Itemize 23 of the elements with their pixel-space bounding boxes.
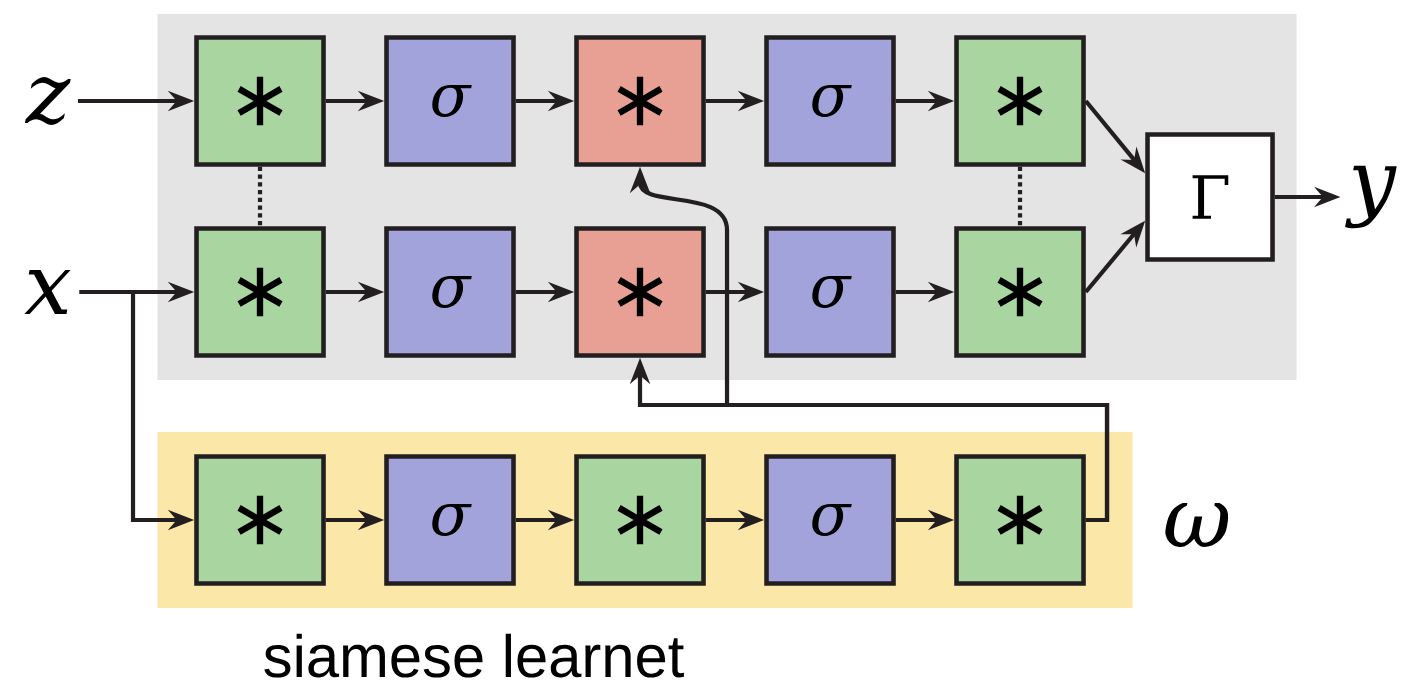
- activation-box: σ: [384, 35, 516, 167]
- variable-label: x: [24, 270, 71, 314]
- convolution-box: ∗: [194, 35, 326, 167]
- convolution-box: ∗: [194, 454, 326, 586]
- variable-label: ω: [1165, 503, 1229, 547]
- variable-label: y: [1345, 165, 1397, 229]
- convolution-box: ∗: [194, 226, 326, 358]
- convolution-box: ∗: [574, 226, 706, 358]
- connector-line: [1017, 166, 1023, 227]
- panel-caption: siamese learnet: [264, 633, 684, 678]
- convolution-box: ∗: [954, 454, 1086, 586]
- operation-box: Γ: [1145, 132, 1275, 262]
- activation-box: σ: [384, 454, 516, 586]
- convolution-box: ∗: [574, 454, 706, 586]
- convolution-box: ∗: [574, 35, 706, 167]
- activation-box: σ: [764, 454, 896, 586]
- activation-box: σ: [384, 226, 516, 358]
- activation-box: σ: [764, 35, 896, 167]
- variable-label: z: [24, 76, 71, 126]
- activation-box: σ: [764, 226, 896, 358]
- connector-line: [257, 166, 263, 227]
- convolution-box: ∗: [954, 35, 1086, 167]
- convolution-box: ∗: [954, 226, 1086, 358]
